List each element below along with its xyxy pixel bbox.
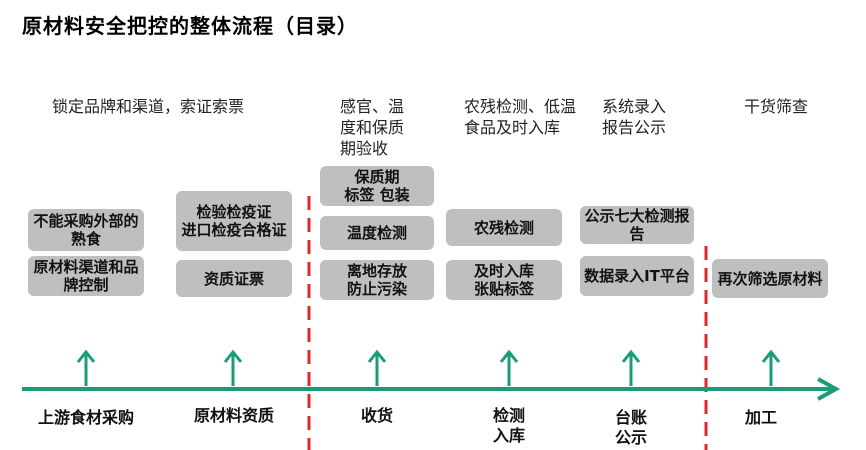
up-arrow-6 [761, 349, 781, 386]
stage-upstream-purchasing: 上游食材采购 [37, 408, 134, 427]
stage-ledger-publicity: 台账 公示 [614, 408, 647, 447]
inspection-box-pesticide-test: 农残检测 [446, 209, 562, 246]
up-arrow-1 [76, 349, 96, 386]
up-arrow-2 [223, 349, 243, 386]
qualification-box-certificates: 资质证票 [176, 260, 292, 297]
ledger-box-it-platform-entry: 数据录入IT平台 [580, 256, 694, 296]
up-arrow-3 [367, 349, 387, 386]
ledger-box-seven-reports: 公示七大检测报告 [580, 206, 694, 244]
receiving-description: 感官、温度和保质期验收 [340, 97, 405, 158]
receiving-box-shelf-life-label: 保质期 标签 包装 [320, 166, 434, 206]
upstream-box-no-cooked-food: 不能采购外部的熟食 [28, 209, 144, 251]
up-arrow-4 [499, 349, 519, 386]
inspection-box-timely-storage-label: 及时入库 张贴标签 [446, 260, 562, 300]
stage-receiving: 收货 [360, 406, 393, 425]
processing-description: 干货筛查 [744, 97, 809, 116]
up-arrow-5 [621, 349, 641, 386]
receiving-box-off-floor-storage: 离地存放 防止污染 [320, 260, 434, 300]
qualification-box-quarantine-certificates: 检验检疫证 进口检疫合格证 [176, 191, 292, 251]
ledger-description: 系统录入报告公示 [602, 97, 667, 137]
upstream-description: 锁定品牌和渠道，索证索票 [52, 97, 245, 116]
stage-material-qualification: 原材料资质 [193, 406, 274, 425]
receiving-box-temperature-check: 温度检测 [320, 216, 434, 250]
upstream-box-channel-brand-control: 原材料渠道和品牌控制 [28, 256, 144, 296]
inspection-description: 农残检测、低温食品及时入库 [464, 97, 577, 137]
stage-inspection-storage: 检测 入库 [492, 406, 525, 445]
timeline-arrowhead [817, 377, 841, 401]
stage-processing: 加工 [744, 408, 777, 427]
page-title: 原材料安全把控的整体流程（目录） [22, 14, 358, 38]
processing-box-rescreen-materials: 再次筛选原材料 [712, 259, 828, 298]
